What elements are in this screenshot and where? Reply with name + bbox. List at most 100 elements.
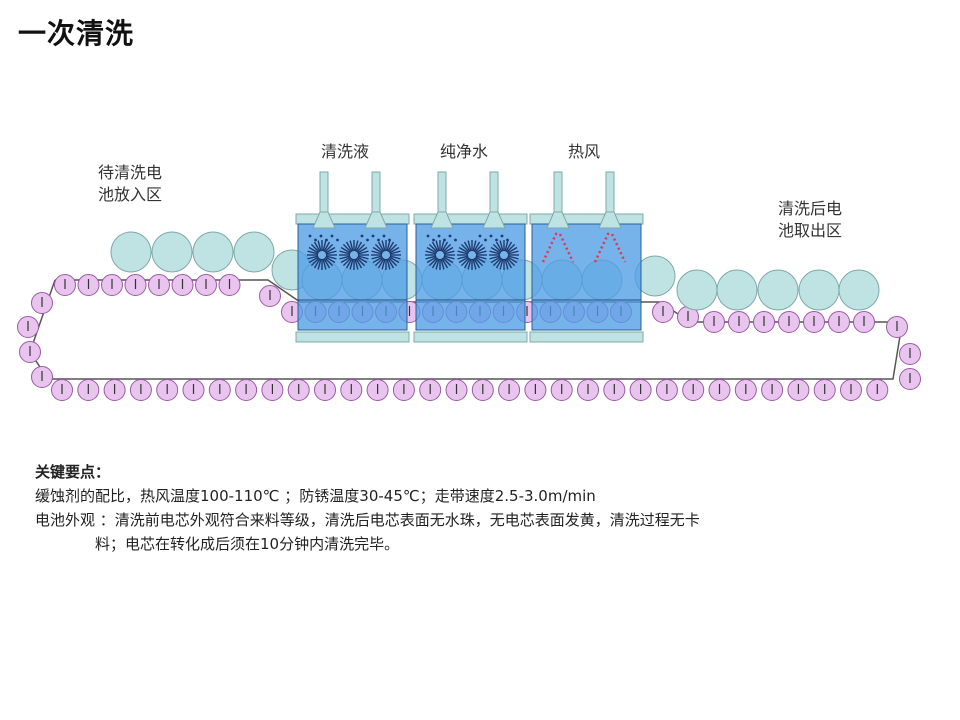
battery-cell-output	[798, 269, 840, 311]
brush-bristle	[435, 258, 440, 270]
spray-dot	[437, 234, 441, 238]
brush-bristle	[313, 241, 321, 252]
spray-dot	[495, 238, 498, 242]
brush-bristle	[505, 241, 513, 252]
brush-bristle	[505, 258, 513, 269]
brush-bristle	[495, 258, 503, 269]
brush-bristle	[322, 258, 327, 270]
spray-dot	[371, 234, 375, 238]
brush-bristle	[386, 240, 391, 252]
tank-body	[415, 223, 526, 331]
brush-bristle	[386, 258, 391, 270]
spray-dot	[377, 238, 380, 242]
input-area-label-line1: 待清洗电	[98, 163, 163, 182]
brush-bristle	[425, 250, 437, 255]
key-points-line3: 料；电芯在转化成后须在10分钟内清洗完毕。	[95, 535, 400, 553]
brush-bristle	[339, 255, 351, 260]
brush-bristle	[460, 243, 470, 253]
brush-bristle	[489, 250, 501, 255]
brush-bristle	[371, 255, 383, 260]
brush-bristle	[431, 241, 439, 252]
battery-cell-input	[151, 231, 193, 273]
brush-bristle	[475, 246, 486, 254]
brush-bristle	[495, 241, 503, 252]
nozzle-head	[364, 211, 388, 229]
tank-body	[531, 223, 642, 331]
output-area-label-line1: 清洗后电	[778, 199, 843, 218]
brush-bristle	[324, 257, 334, 267]
brush-bristle	[322, 240, 327, 252]
battery-cell-input	[233, 231, 275, 273]
brush-bristle	[340, 246, 351, 254]
brush-bristle	[308, 246, 319, 254]
brush-bristle	[325, 246, 336, 254]
brush-bristle	[473, 241, 481, 252]
brush-bristle	[457, 250, 469, 255]
brush-bristle	[307, 255, 319, 260]
tank-top-frame	[413, 213, 528, 225]
brush-bristle	[467, 240, 472, 252]
brush-bristle	[472, 258, 477, 270]
brush-bristle	[443, 246, 454, 254]
brush-bristle	[428, 257, 438, 267]
key-points-line1: 缓蚀剂的配比，热风温度100-110℃ ；防锈温度30-45℃；走带速度2.5-…	[35, 487, 596, 505]
brush-bristle	[389, 255, 401, 260]
brush-bristle	[374, 243, 384, 253]
nozzle-pipe	[489, 171, 499, 213]
brush-bristle	[475, 256, 486, 264]
brush-bristle	[499, 240, 504, 252]
brush-bristle	[377, 258, 385, 269]
tank1-label: 清洗液	[321, 142, 370, 161]
brush-bristle	[428, 243, 438, 253]
spray-dot	[330, 234, 334, 238]
battery-cell-output	[757, 269, 799, 311]
brush-bristle	[356, 243, 366, 253]
hot-air-flow	[541, 232, 575, 263]
brush-bristle	[354, 240, 359, 252]
brush-bristle	[490, 246, 501, 254]
brush-bristle	[431, 258, 439, 269]
brush-bristle	[443, 255, 455, 260]
tank-bottom-frame	[529, 331, 644, 343]
spray-dot	[336, 238, 339, 242]
spray-dot	[426, 234, 430, 238]
brush-bristle	[457, 255, 469, 260]
brush-bristle	[507, 255, 519, 260]
brush-bristle	[372, 246, 383, 254]
brush-bristle	[492, 243, 502, 253]
spray-dot	[489, 234, 493, 238]
spray-dot	[432, 238, 435, 242]
brush-bristle	[443, 256, 454, 264]
brush-bristle	[507, 256, 518, 264]
brush-bristle	[371, 250, 383, 255]
spray-dot	[319, 234, 323, 238]
brush-bristle	[389, 250, 401, 255]
brush-bristle	[460, 257, 470, 267]
brush-bristle	[474, 257, 484, 267]
brush-bristle	[507, 250, 519, 255]
nozzle-head	[546, 211, 570, 229]
key-points-heading: 关键要点：	[35, 463, 111, 481]
tank2-label: 纯净水	[440, 142, 489, 161]
page-title: 一次清洗	[18, 17, 135, 50]
battery-cell-input	[110, 231, 152, 273]
nozzle-pipe	[605, 171, 615, 213]
output-area-label: 清洗后电 池取出区	[778, 198, 842, 242]
brush-bristle	[472, 240, 477, 252]
tank-bottom-frame	[295, 331, 410, 343]
battery-cell-output	[716, 269, 758, 311]
brush-bristle	[339, 250, 351, 255]
nozzle-pipe	[319, 171, 329, 213]
tank-body	[297, 223, 408, 331]
brush-bristle	[389, 246, 400, 254]
hot-air-flow	[593, 232, 627, 263]
spray-dot	[360, 234, 364, 238]
brush-bristle	[354, 258, 359, 270]
brush-bristle	[325, 250, 337, 255]
brush-bristle	[473, 258, 481, 269]
nozzle-head	[430, 211, 454, 229]
brush-bristle	[325, 255, 337, 260]
brush-bristle	[389, 256, 400, 264]
brush-bristle	[463, 241, 471, 252]
